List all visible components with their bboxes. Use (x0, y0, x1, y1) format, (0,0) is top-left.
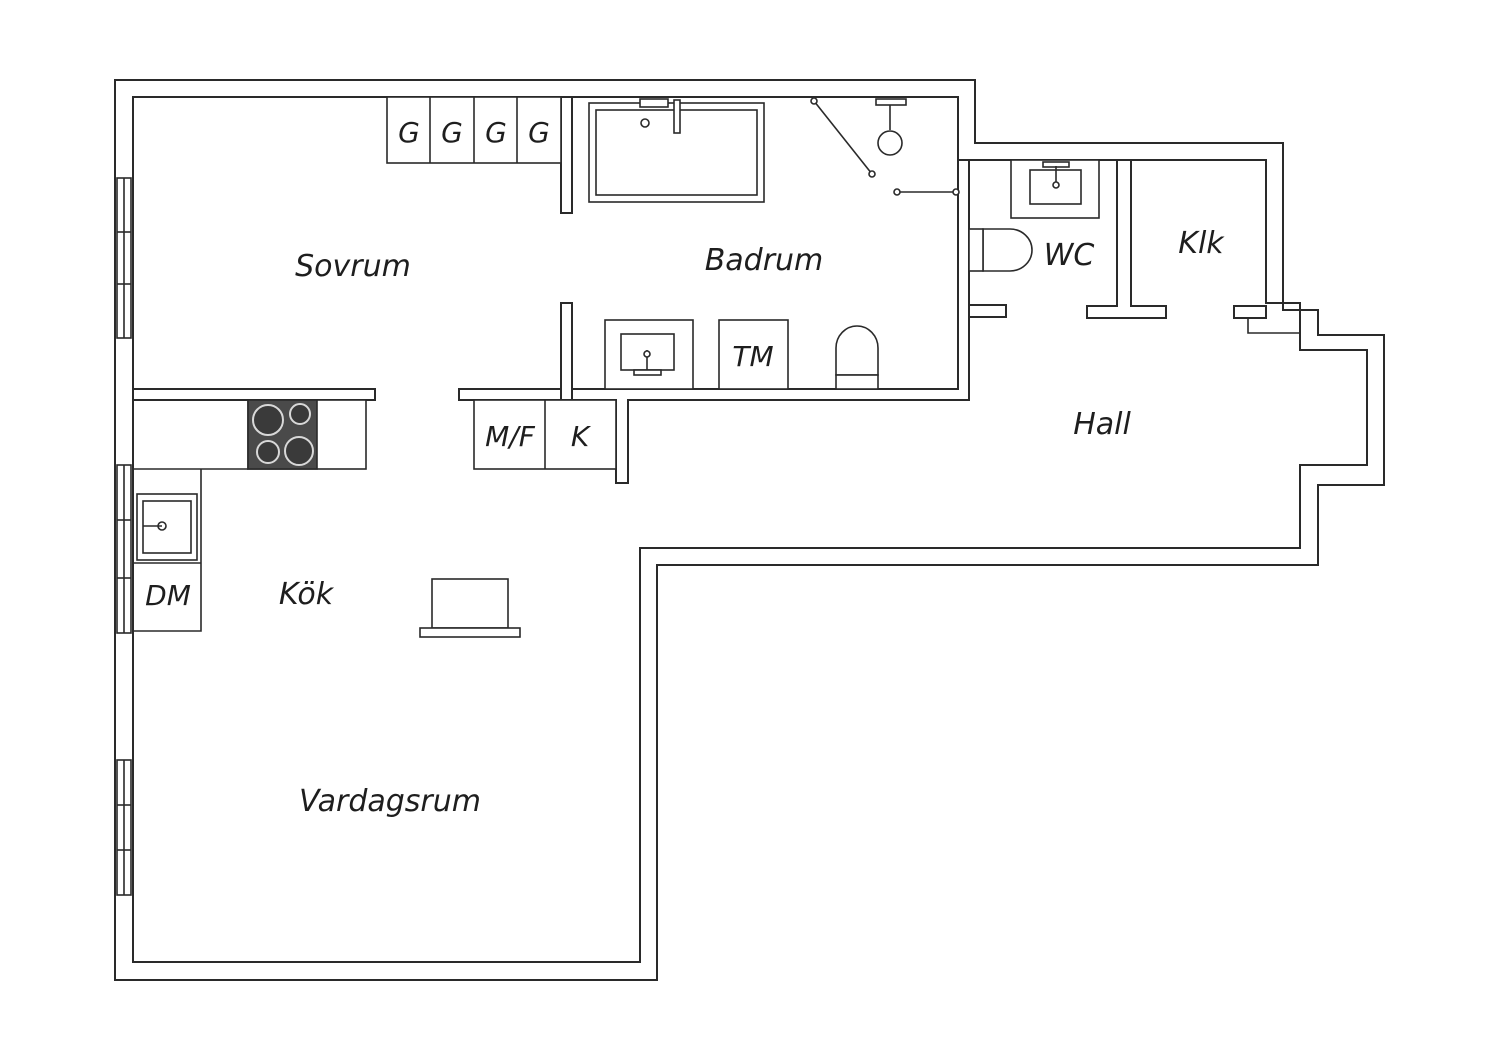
wardrobes (386, 96, 562, 164)
wardrobe-label-3: G (485, 116, 507, 149)
wall-hall-stub (458, 388, 563, 401)
room-label-sovrum: Sovrum (295, 249, 411, 284)
room-label-klk: Klk (1178, 226, 1225, 261)
wall-bedroom-kitchen (132, 388, 376, 401)
room-label-hall: Hall (1073, 407, 1131, 442)
wc-toilet (968, 228, 1033, 272)
stove (247, 399, 318, 470)
room-label-kok: Kök (279, 577, 335, 612)
wardrobe-label-2: G (441, 116, 463, 149)
window-bedroom (116, 177, 132, 339)
fridge-freezer-label: M/F (485, 420, 536, 453)
wardrobe-label-1: G (398, 116, 420, 149)
bathroom-sink (604, 319, 694, 390)
bathroom-toilet (835, 325, 879, 390)
hall-steps (1247, 318, 1301, 548)
room-label-vardagsrum: Vardagsrum (299, 784, 481, 819)
shower (810, 97, 960, 196)
room-label-badrum: Badrum (705, 243, 824, 278)
wall-bathroom-left-lower (560, 302, 573, 401)
dishwasher-label: DM (145, 579, 191, 612)
room-label-wc: WC (1044, 238, 1095, 273)
wall-klk-right (1233, 305, 1267, 319)
wardrobe-label-4: G (528, 116, 550, 149)
window-living-room (116, 759, 132, 896)
washing-machine-label: TM (732, 340, 773, 373)
outer-wall (114, 79, 1385, 981)
kitchen-counter-side (133, 468, 248, 632)
wall-bathroom-left-upper (560, 96, 573, 214)
kitchen-table (419, 578, 521, 638)
wall-wc-left (968, 304, 1007, 318)
fridge-label: K (571, 420, 592, 453)
window-kitchen (116, 464, 132, 634)
fridge-units (473, 399, 617, 470)
bathtub (588, 98, 765, 203)
kitchen-sink (136, 493, 198, 561)
washing-machine (718, 319, 789, 390)
wc-sink (1010, 159, 1100, 219)
wall-wc-klk (1086, 159, 1167, 319)
